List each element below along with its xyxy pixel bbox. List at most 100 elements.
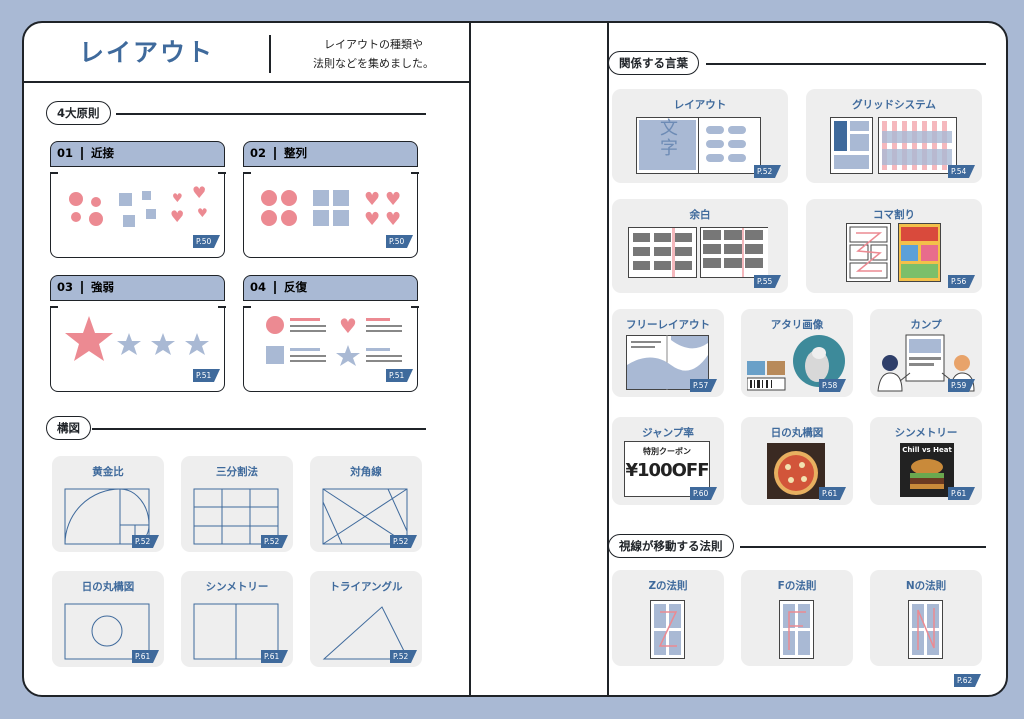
page-tag: P.55 [754, 275, 782, 288]
principle-tab: 03 強弱 [50, 275, 225, 301]
triangle-icon [322, 606, 409, 660]
svg-text:♥: ♥ [364, 189, 380, 210]
principle-illustration: ♥ P.51 [242, 306, 419, 392]
related-card-symmetry[interactable]: シンメトリー Chill vs Heat P.61 [870, 417, 982, 505]
n-pattern-icon [908, 600, 943, 659]
composition-card-triangle[interactable]: トライアングル P.52 [310, 571, 422, 667]
page-tag: P.50 [193, 235, 221, 248]
principle-number: 02 [250, 146, 267, 160]
principle-number: 01 [57, 146, 74, 160]
pizza-image [767, 443, 825, 499]
related-card-comp[interactable]: カンプ P.59 [870, 309, 982, 397]
page-tag: P.61 [819, 487, 847, 500]
related-card-panel-layout[interactable]: コマ割り P.56 [806, 199, 982, 293]
related-card-hinomaru[interactable]: 日の丸構図 P.61 [741, 417, 853, 505]
card-label: Fの法則 [777, 580, 817, 592]
related-card-whitespace[interactable]: 余白 P.55 [612, 199, 788, 293]
related-card-jump-rate[interactable]: ジャンプ率 特別クーポン ¥100OFF P.60 [612, 417, 724, 505]
svg-text:♥: ♥ [197, 206, 208, 220]
section-related-heading: 関係する言葉 [608, 51, 699, 75]
related-card-free-layout[interactable]: フリーレイアウト P.57 [612, 309, 724, 397]
card-label: カンプ [910, 319, 942, 331]
card-label: コマ割り [873, 209, 915, 221]
burger-image: Chill vs Heat [900, 443, 954, 497]
page-tag: P.61 [132, 650, 160, 663]
gaze-card-z[interactable]: Zの法則 [612, 570, 724, 666]
whitespace-icon [628, 227, 768, 278]
proximity-illustration: ♥♥ ♥♥ [69, 183, 208, 227]
section-rule [116, 113, 426, 115]
svg-text:♥: ♥ [385, 209, 401, 230]
svg-text:♥: ♥ [192, 183, 206, 202]
composition-card-symmetry[interactable]: シンメトリー P.61 [181, 571, 293, 667]
page-tag: P.51 [193, 369, 221, 382]
repetition-illustration: ♥ [266, 314, 402, 366]
page-tag: P.52 [261, 535, 289, 548]
coupon-label: 特別クーポン [643, 447, 691, 456]
principle-tab: 02 整列 [243, 141, 418, 167]
card-label: 余白 [689, 209, 711, 221]
symmetry-icon [193, 603, 279, 660]
card-label: アタリ画像 [770, 319, 824, 331]
principle-card-alignment[interactable]: 02 整列 ♥♥ ♥♥ P.50 [242, 141, 419, 259]
hinomaru-icon [64, 603, 150, 660]
related-card-layout[interactable]: レイアウト 文字 P.52 [612, 89, 788, 183]
composition-card-hinomaru[interactable]: 日の丸構図 P.61 [52, 571, 164, 667]
principle-card-proximity[interactable]: 01 近接 ♥♥ ♥♥ P.50 [49, 141, 226, 259]
principle-card-repetition[interactable]: 04 反復 ♥ P.51 [242, 275, 419, 393]
gaze-card-f[interactable]: Fの法則 [741, 570, 853, 666]
page-tag: P.57 [690, 379, 718, 392]
card-label: レイアウト [673, 99, 727, 111]
section-rule [706, 63, 986, 65]
burger-icon [910, 459, 944, 489]
tab-separator [274, 147, 276, 160]
page-tag: P.56 [948, 275, 976, 288]
principle-illustration: ♥♥ ♥♥ P.50 [49, 172, 226, 258]
principle-name: 整列 [284, 146, 307, 160]
card-label: 日の丸構図 [81, 581, 135, 593]
svg-text:♥: ♥ [385, 189, 401, 210]
composition-card-rule-of-thirds[interactable]: 三分割法 P.52 [181, 456, 293, 552]
section-rule [92, 428, 426, 430]
composition-card-golden-ratio[interactable]: 黄金比 P.52 [52, 456, 164, 552]
principle-tab: 01 近接 [50, 141, 225, 167]
page-tag: P.54 [948, 165, 976, 178]
z-pattern-icon [650, 600, 685, 659]
tab-separator [274, 281, 276, 294]
related-card-grid-system[interactable]: グリッドシステム P.54 [806, 89, 982, 183]
rule-of-thirds-icon [193, 488, 279, 545]
book-spread: レイアウト レイアウトの種類や 法則などを集めました。 4大原則 01 近接 ♥… [22, 21, 1008, 697]
card-label: トライアングル [329, 581, 403, 593]
card-label: グリッドシステム [852, 99, 936, 111]
free-layout-icon [626, 335, 709, 390]
principle-tab: 04 反復 [243, 275, 418, 301]
card-label: 対角線 [350, 466, 382, 478]
principle-card-contrast[interactable]: 03 強弱 P.51 [49, 275, 226, 393]
page-tag: P.52 [390, 535, 418, 548]
page-tag: P.61 [948, 487, 976, 500]
page-tag: P.58 [819, 379, 847, 392]
principle-illustration: P.51 [49, 306, 226, 392]
spine-left [469, 23, 471, 695]
composition-card-diagonal[interactable]: 対角線 P.52 [310, 456, 422, 552]
gaze-card-n[interactable]: Nの法則 [870, 570, 982, 666]
page-tag: P.51 [386, 369, 414, 382]
page-subtitle: レイアウトの種類や 法則などを集めました。 [286, 35, 461, 73]
section-composition-heading: 構図 [46, 416, 91, 440]
page-tag: P.52 [132, 535, 160, 548]
card-label: フリーレイアウト [626, 319, 710, 331]
coupon-value: ¥100OFF [625, 460, 710, 481]
principle-number: 04 [250, 280, 267, 294]
page-tag: P.52 [390, 650, 418, 663]
related-card-placeholder-image[interactable]: アタリ画像 P.58 [741, 309, 853, 397]
svg-text:♥: ♥ [339, 314, 357, 338]
header-divider [269, 35, 271, 73]
contrast-illustration [65, 316, 209, 361]
spine-right [607, 23, 609, 695]
principle-illustration: ♥♥ ♥♥ P.50 [242, 172, 419, 258]
layout-icon [636, 117, 761, 174]
card-label: ジャンプ率 [642, 427, 694, 439]
card-label: 三分割法 [216, 466, 258, 478]
svg-text:♥: ♥ [172, 191, 183, 205]
card-label: 日の丸構図 [770, 427, 824, 439]
